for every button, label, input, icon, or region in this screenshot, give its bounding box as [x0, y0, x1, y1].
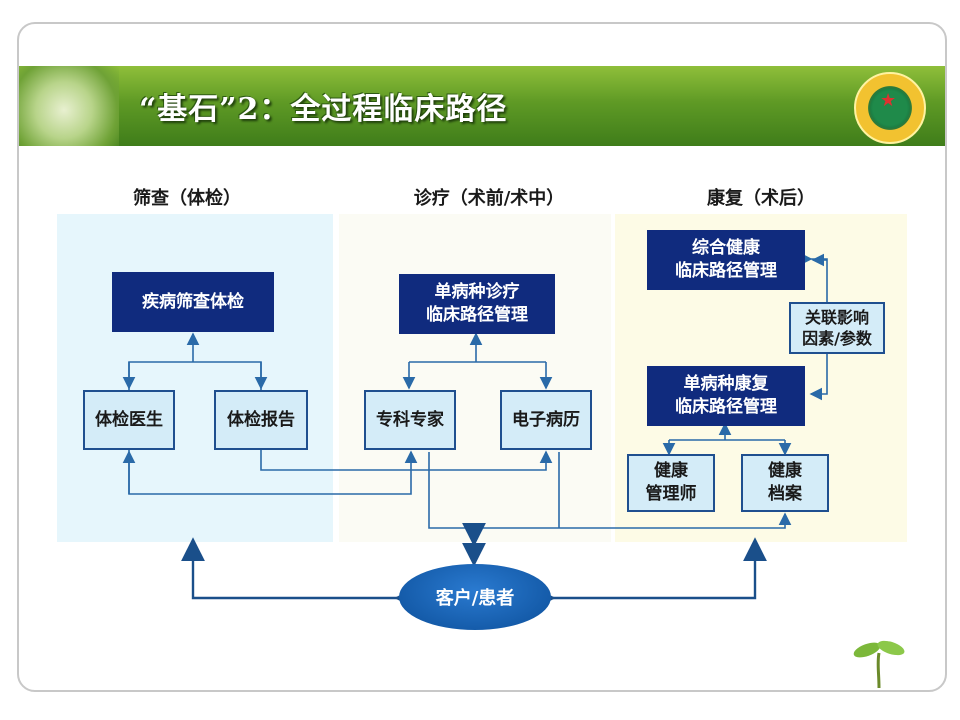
screening-header: 筛查（体检） — [133, 188, 241, 209]
recovery-header: 康复（术后） — [707, 188, 815, 209]
disease-screening-node: 疾病筛查体检 — [112, 272, 274, 332]
single-disease-diagnosis-line2: 临床路径管理 — [426, 305, 528, 325]
screening-panel — [57, 214, 333, 542]
single-disease-diagnosis-node: 单病种诊疗 临床路径管理 — [399, 274, 555, 334]
health-manager-line1: 健康 — [654, 461, 688, 481]
health-manager-node: 健康 管理师 — [627, 454, 715, 512]
related-factors-line1: 关联影响 — [804, 308, 869, 327]
exam-report-node: 体检报告 — [214, 390, 308, 450]
exam-doctor-node: 体检医生 — [83, 390, 175, 450]
related-factors-node: 关联影响 因素/参数 — [789, 302, 885, 354]
comprehensive-health-line1: 综合健康 — [692, 238, 760, 258]
health-manager-line2: 管理师 — [645, 484, 697, 504]
specialist-node: 专科专家 — [364, 390, 456, 450]
hospital-emblem-logo: ★ — [854, 72, 926, 144]
title-banner: “基石”2：全过程临床路径 ★ — [19, 66, 945, 146]
single-disease-rehab-node: 单病种康复 临床路径管理 — [647, 366, 805, 426]
single-disease-rehab-line2: 临床路径管理 — [675, 397, 777, 417]
diagnosis-header: 诊疗（术前/术中） — [413, 188, 565, 209]
emr-node: 电子病历 — [500, 390, 592, 450]
connector-lines — [122, 252, 828, 610]
patient-ellipse: 客户/患者 — [399, 564, 551, 630]
seedling-hands-image — [19, 66, 119, 146]
health-record-node: 健康 档案 — [741, 454, 829, 512]
comprehensive-health-node: 综合健康 临床路径管理 — [647, 230, 805, 290]
single-disease-diagnosis-line1: 单病种诊疗 — [434, 282, 520, 302]
sprout-icon — [853, 640, 905, 688]
health-record-line2: 档案 — [768, 484, 802, 504]
slide-frame: “基石”2：全过程临床路径 ★ 筛查（体检） 诊疗（术前/术中） 康复（术后） — [17, 22, 947, 692]
diagnosis-panel — [339, 214, 611, 542]
related-factors-line2: 因素/参数 — [802, 329, 872, 348]
comprehensive-health-line2: 临床路径管理 — [675, 261, 777, 281]
health-record-line1: 健康 — [768, 461, 802, 481]
slide-title: “基石”2：全过程临床路径 — [139, 92, 508, 127]
single-disease-rehab-line1: 单病种康复 — [683, 374, 769, 394]
